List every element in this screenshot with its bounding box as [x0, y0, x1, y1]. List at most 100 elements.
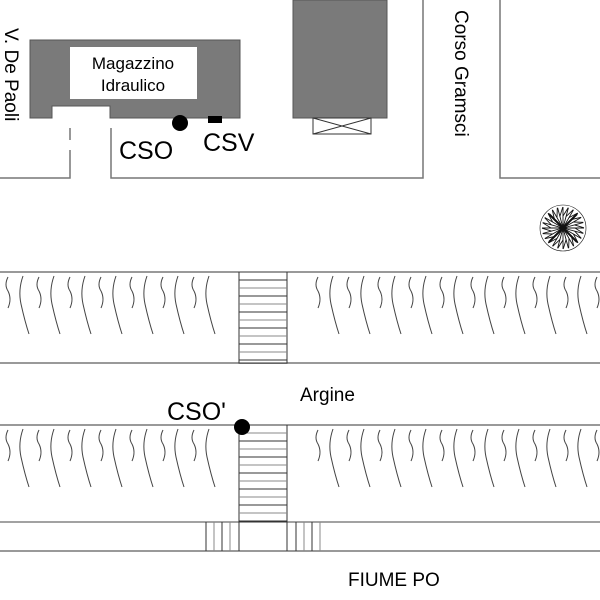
reed-short	[377, 429, 383, 462]
vegetation-band-lower	[0, 424, 600, 552]
argine-label: Argine	[300, 385, 355, 406]
reed-short	[501, 429, 507, 462]
tree-branch	[557, 207, 564, 229]
cso-marker[interactable]	[172, 115, 188, 131]
river-label: FIUME PO	[348, 570, 440, 591]
reed-long	[174, 275, 185, 335]
reed-short	[439, 276, 445, 309]
reed-short	[36, 276, 42, 309]
reed-short	[408, 276, 414, 309]
reed-long	[143, 428, 154, 488]
building-right	[292, 0, 388, 119]
reed-long	[422, 428, 433, 488]
reed-long	[329, 428, 340, 488]
reed-short	[129, 429, 135, 462]
reed-short	[470, 429, 476, 462]
reed-short	[501, 276, 507, 309]
tree-branch	[562, 227, 584, 234]
reed-short	[594, 276, 600, 309]
reed-short	[67, 276, 73, 309]
tree-branch	[542, 222, 564, 229]
reed-long	[453, 275, 464, 335]
reed-long	[391, 275, 402, 335]
reed-short	[346, 429, 352, 462]
cso-prime-marker[interactable]	[234, 419, 250, 435]
tree-twig	[559, 206, 564, 217]
reed-short	[191, 276, 197, 309]
csv-marker[interactable]	[208, 116, 222, 123]
tree-icon	[539, 204, 587, 252]
tree-trunk-line	[548, 213, 578, 243]
reed-long	[50, 275, 61, 335]
tree-branch	[562, 207, 569, 229]
reed-long	[360, 428, 371, 488]
building-entrance-x	[312, 117, 372, 135]
reed-short	[315, 276, 321, 309]
tree-branch	[542, 227, 564, 234]
building-label-line2: Idraulico	[101, 76, 165, 95]
reed-long	[577, 275, 588, 335]
tree-twig	[542, 222, 552, 229]
reed-short	[563, 276, 569, 309]
tree-twig	[562, 239, 567, 250]
reed-short	[160, 276, 166, 309]
reed-short	[532, 429, 538, 462]
reed-long	[50, 428, 61, 488]
reed-long	[205, 428, 216, 488]
cso-label: CSO	[119, 137, 173, 165]
reed-short	[408, 429, 414, 462]
reed-short	[5, 429, 11, 462]
reed-short	[36, 429, 42, 462]
street-label-corso-gramsci: Corso Gramsci	[450, 10, 471, 137]
reed-long	[112, 275, 123, 335]
reed-long	[19, 428, 30, 488]
building-label-line1: Magazzino	[92, 54, 174, 73]
reed-long	[577, 428, 588, 488]
reed-long	[112, 428, 123, 488]
tree-twig	[557, 239, 564, 249]
reed-long	[205, 275, 216, 335]
reed-short	[5, 276, 11, 309]
tree-twig	[541, 227, 552, 232]
reed-long	[484, 275, 495, 335]
reed-short	[439, 429, 445, 462]
reed-short	[377, 276, 383, 309]
tree-twig	[574, 224, 585, 229]
bridge-lower	[205, 424, 321, 551]
reed-short	[315, 429, 321, 462]
reed-long	[329, 275, 340, 335]
reed-long	[453, 428, 464, 488]
reed-short	[191, 429, 197, 462]
reed-long	[422, 275, 433, 335]
reed-long	[484, 428, 495, 488]
csv-label: CSV	[203, 129, 255, 157]
reed-short	[67, 429, 73, 462]
reed-short	[532, 276, 538, 309]
reed-long	[81, 275, 92, 335]
vegetation-band-upper	[0, 271, 600, 364]
reed-short	[129, 276, 135, 309]
cso-prime-label: CSO'	[167, 398, 226, 426]
reed-long	[391, 428, 402, 488]
reed-long	[515, 428, 526, 488]
reed-long	[546, 428, 557, 488]
reed-long	[19, 275, 30, 335]
tree-twig	[574, 230, 582, 239]
reed-long	[546, 275, 557, 335]
tree-twig	[552, 239, 561, 247]
street-outlines	[0, 0, 600, 179]
reed-short	[346, 276, 352, 309]
tree-branch	[557, 227, 564, 249]
reed-short	[594, 429, 600, 462]
tree-branch	[562, 227, 569, 249]
reed-long	[515, 275, 526, 335]
reed-short	[98, 276, 104, 309]
reed-short	[98, 429, 104, 462]
reed-short	[470, 276, 476, 309]
reed-long	[143, 275, 154, 335]
bridge-upper	[238, 271, 288, 364]
tree-twig	[544, 217, 552, 226]
reed-long	[360, 275, 371, 335]
tree-branch	[562, 222, 584, 229]
